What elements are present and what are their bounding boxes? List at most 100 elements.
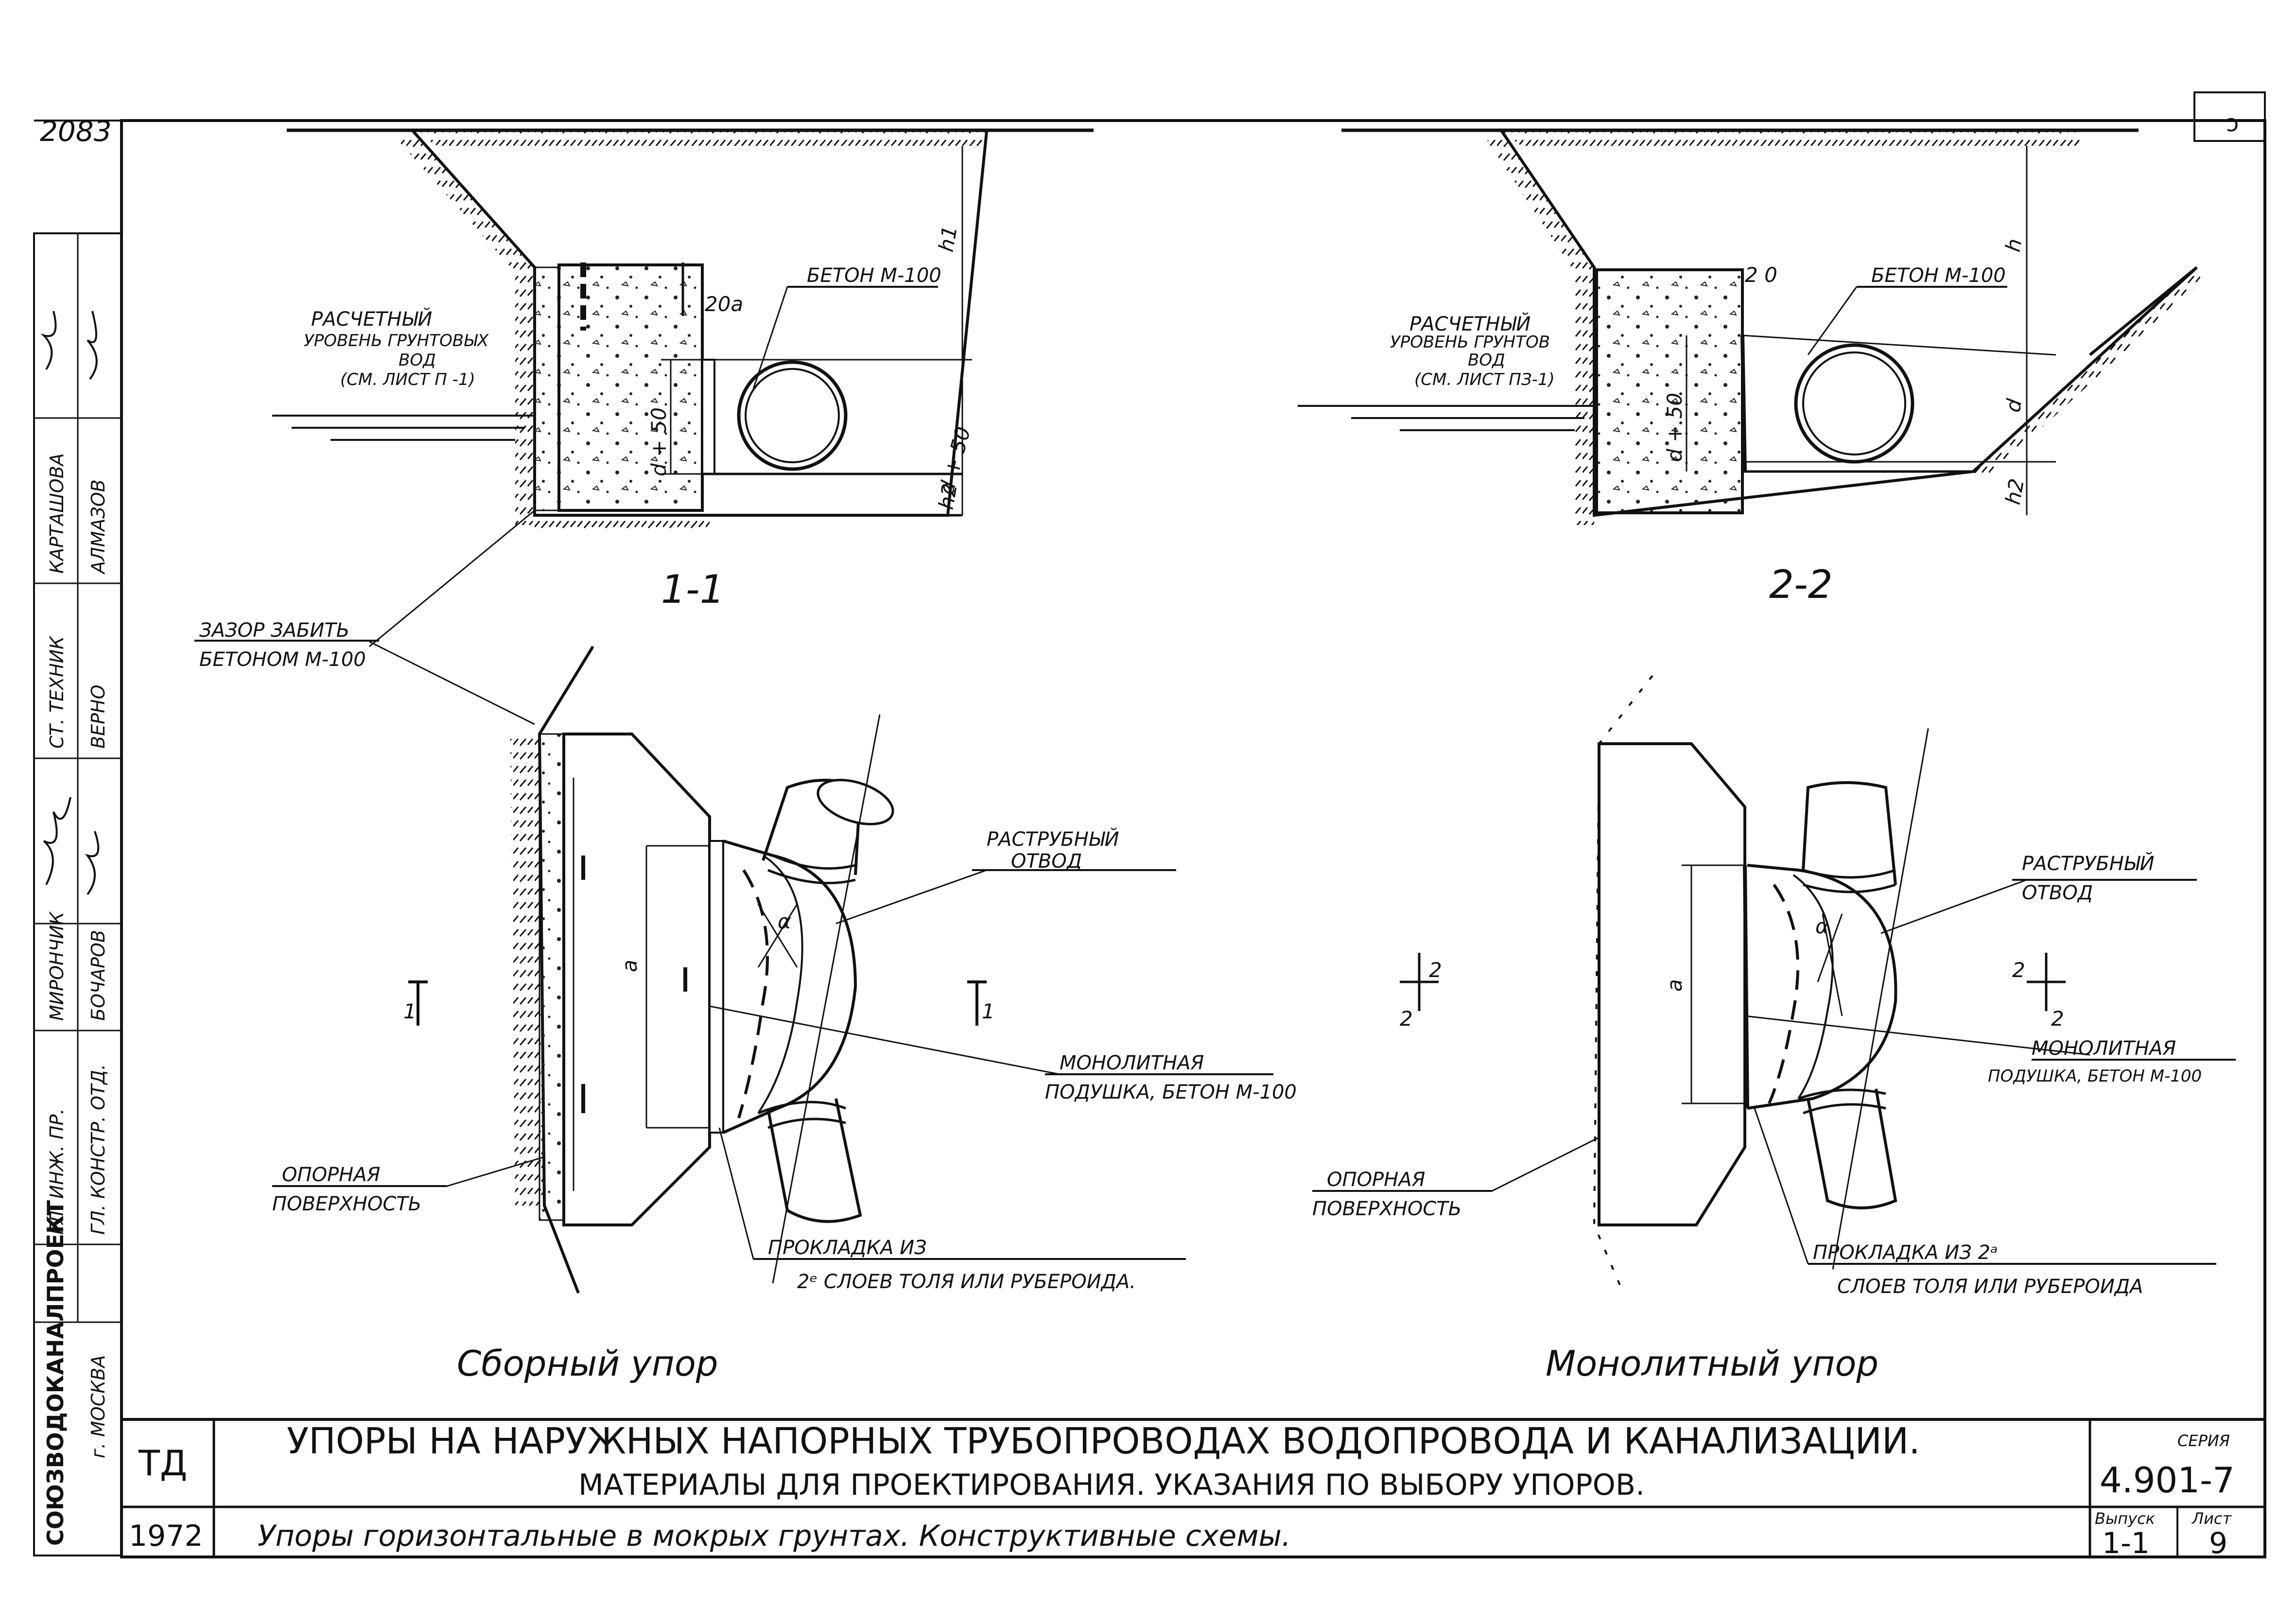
s2-dim-d: d xyxy=(2001,397,2027,414)
sheet-mark: 2083 xyxy=(40,115,112,148)
s1-water-3: ВОД xyxy=(399,350,436,370)
rp-gasket-1: ПРОКЛАДКА ИЗ 2ᵃ xyxy=(1813,1241,1998,1264)
stamp-city: г. МОСКВА xyxy=(87,1355,109,1458)
stamp-name-1: МИРОНЧИК xyxy=(46,911,68,1021)
issue-value: 1-1 xyxy=(2102,1526,2150,1560)
right-pipe-bottom xyxy=(1807,1088,1897,1209)
stamp-name-3: КАРТАШОВА xyxy=(46,453,68,574)
rp-angle: α xyxy=(1815,914,1829,938)
title-line-1: УПОРЫ НА НАРУЖНЫХ НАПОРНЫХ ТРУБОПРОВОДАХ… xyxy=(287,1420,1920,1462)
lp-gasket-2: 2ᵉ СЛОЕВ ТОЛЯ ИЛИ РУБЕРОИДА. xyxy=(797,1271,1136,1293)
s2-dim-h2: h2 xyxy=(2001,477,2029,507)
pipe-section-2 xyxy=(1794,343,1914,464)
sheet-label: Лист xyxy=(2192,1509,2232,1528)
gap-note-1: ЗАЗОР ЗАБИТЬ xyxy=(199,619,349,642)
water-line-2 xyxy=(1298,405,1594,431)
stamp-role-2: ГЛ. КОНСТР. ОТД. xyxy=(87,1064,109,1235)
right-plan xyxy=(1312,675,2236,1293)
stamp-signatures xyxy=(40,311,100,895)
s2-water-3: ВОД xyxy=(1468,350,1505,370)
stamp-role-4: ВЕРНО xyxy=(87,685,109,749)
lp-cut-right: 1 xyxy=(982,999,995,1023)
ground-hatch-1 xyxy=(413,131,987,146)
rp-gasket-2: СЛОЕВ ТОЛЯ ИЛИ РУБЕРОИДА xyxy=(1837,1276,2143,1298)
stamp-name-2: БОЧАРОВ xyxy=(87,930,109,1021)
s1-water-ref: (СМ. ЛИСТ П -1) xyxy=(340,370,475,389)
lp-bend-1: РАСТРУБНЫЙ xyxy=(987,827,1119,851)
s2-concrete-label: БЕТОН М-100 xyxy=(1871,264,2006,287)
monolithic-block xyxy=(1598,742,1746,1226)
s1-dim-gap: 20а xyxy=(705,292,743,316)
pit-soil-bottom-1 xyxy=(535,515,710,530)
rp-bend-1: РАСТРУБНЫЙ xyxy=(2022,852,2155,875)
s1-dim-h2: h2 xyxy=(934,482,962,511)
rp-cushion-2: ПОДУШКА, БЕТОН М-100 xyxy=(1988,1066,2202,1086)
rp-bend-2: ОТВОД xyxy=(2022,882,2093,904)
lp-cushion-1: МОНОЛИТНАЯ xyxy=(1060,1052,1204,1074)
s1-dim-h1: h1 xyxy=(934,224,962,254)
s2-dim-d50: d + 50 xyxy=(1663,393,1687,462)
water-line-1 xyxy=(272,415,535,441)
issue-label: Выпуск xyxy=(2095,1509,2156,1528)
title-line-2: МАТЕРИАЛЫ ДЛЯ ПРОЕКТИРОВАНИЯ. УКАЗАНИЯ П… xyxy=(578,1468,1645,1502)
stamp-name-4: АЛМАЗОВ xyxy=(87,479,109,575)
rp-cut-right-top: 2 xyxy=(2012,958,2025,982)
rp-cut-right-bottom: 2 xyxy=(2051,1007,2064,1031)
rp-dim-a: a xyxy=(1663,979,1687,992)
lp-bend-2: ОТВОД xyxy=(1011,850,1082,873)
section-1-1 xyxy=(272,128,1094,647)
lp-cushion-2: ПОДУШКА, БЕТОН М-100 xyxy=(1045,1081,1297,1103)
right-pipe-top xyxy=(1802,781,1897,885)
s1-section-label: 1-1 xyxy=(661,567,725,612)
rp-support-1: ОПОРНАЯ xyxy=(1327,1169,1425,1191)
pit-soil-left-1 xyxy=(399,131,535,525)
lp-gasket-1: ПРОКЛАДКА ИЗ xyxy=(768,1237,927,1259)
year: 1972 xyxy=(129,1519,203,1553)
subtitle: Упоры горизонтальные в мокрых грунтах. К… xyxy=(258,1519,1291,1553)
gap-note-2: БЕТОНОМ М-100 xyxy=(199,648,366,671)
gasket-1 xyxy=(701,359,715,475)
s2-water-2: УРОВЕНЬ ГРУНТОВ xyxy=(1390,332,1550,352)
lp-support-1: ОПОРНАЯ xyxy=(282,1164,380,1186)
lp-caption: Сборный упор xyxy=(457,1343,718,1384)
rp-support-2: ПОВЕРХНОСТЬ xyxy=(1312,1198,1461,1220)
left-pipe-bottom xyxy=(766,1098,862,1223)
s1-concrete-label: БЕТОН М-100 xyxy=(807,264,941,287)
s2-dim-gap: 2 0 xyxy=(1745,263,1777,287)
title-block xyxy=(120,1418,2266,1558)
series-value: 4.901-7 xyxy=(2100,1460,2235,1501)
side-stamp xyxy=(33,232,122,1556)
s2-dim-h: h xyxy=(2001,237,2027,254)
lp-dim-a: a xyxy=(618,960,642,972)
org-code: ТД xyxy=(138,1443,187,1484)
assembled-block xyxy=(562,733,711,1226)
sheet-value: 9 xyxy=(2209,1526,2227,1560)
s1-dim-d50: d + 50 xyxy=(647,407,671,476)
left-gasket xyxy=(709,840,724,1134)
right-bend xyxy=(1747,864,1897,1110)
rp-cushion-1: МОНОЛИТНАЯ xyxy=(2032,1037,2176,1060)
lp-cut-left: 1 xyxy=(403,999,417,1023)
left-plan xyxy=(272,646,1273,1294)
lp-angle: α xyxy=(778,909,791,933)
rp-cut-left-top: 2 xyxy=(1429,958,1442,982)
s1-water-2: УРОВЕНЬ ГРУНТОВЫХ xyxy=(304,331,489,350)
lp-support-2: ПОВЕРХНОСТЬ xyxy=(272,1193,421,1215)
s2-water-ref: (СМ. ЛИСТ ПЗ-1) xyxy=(1414,370,1555,389)
stamp-role-3: СТ. ТЕХНИК xyxy=(46,635,68,749)
stamp-role-1: ГЛ. ИНЖ. ПР. xyxy=(46,1108,68,1235)
corner-mark: ɔ xyxy=(2226,110,2239,137)
series-label: СЕРИЯ xyxy=(2177,1432,2230,1450)
stamp-organization: СОЮЗВОДОКАНАЛПРОЕКТ xyxy=(42,1200,69,1546)
rp-cut-left-bottom: 2 xyxy=(1400,1007,1413,1031)
gap-fill-1 xyxy=(534,266,560,511)
s2-section-label: 2-2 xyxy=(1769,562,1833,607)
concrete-block-2 xyxy=(1595,268,1744,514)
section-2-2 xyxy=(1298,128,2202,525)
s2-water-1: РАСЧЕТНЫЙ xyxy=(1409,312,1531,335)
left-bend xyxy=(722,839,857,1134)
s1-water-1: РАСЧЕТНЫЙ xyxy=(311,307,432,331)
pipe-section-1 xyxy=(737,360,848,471)
rp-caption: Монолитный упор xyxy=(1546,1343,1879,1384)
